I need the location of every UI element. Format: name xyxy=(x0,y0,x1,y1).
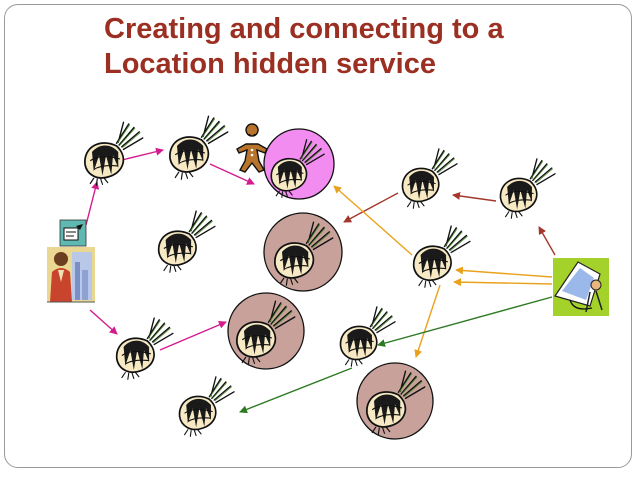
arrow-magenta-5 xyxy=(159,321,227,351)
gingerbread-cookie-icon xyxy=(236,123,268,173)
slide-title-line1: Creating and connecting to a xyxy=(104,13,504,45)
arrow-orange-4 xyxy=(414,284,441,358)
arrow-brown-2 xyxy=(452,192,497,202)
arrow-magenta-2 xyxy=(121,147,164,161)
arrow-orange-3 xyxy=(453,278,553,287)
slide-title: Creating and connecting to a Location hi… xyxy=(104,12,504,82)
arrow-magenta-1 xyxy=(85,181,100,226)
onion-icon xyxy=(401,148,458,210)
onion-icon xyxy=(412,225,471,289)
arrow-brown-1 xyxy=(538,226,556,256)
onion-icon xyxy=(157,210,216,274)
onion-icon xyxy=(169,115,229,181)
arrow-orange-2 xyxy=(333,185,413,256)
onion-icon xyxy=(178,376,235,438)
arrow-brown-3 xyxy=(343,192,399,223)
arrow-magenta-3 xyxy=(209,163,255,185)
onion-icon xyxy=(84,121,144,187)
service-provider-icon xyxy=(553,258,609,316)
arrow-green-1 xyxy=(377,296,553,347)
slide-title-line2: Location hidden service xyxy=(104,48,436,80)
arrow-orange-1 xyxy=(455,266,553,278)
onion-icon xyxy=(339,306,396,368)
user-at-computer-icon xyxy=(47,219,95,303)
arrow-green-2 xyxy=(239,367,353,414)
arrow-magenta-4 xyxy=(89,309,118,335)
onion-icon xyxy=(499,158,556,220)
